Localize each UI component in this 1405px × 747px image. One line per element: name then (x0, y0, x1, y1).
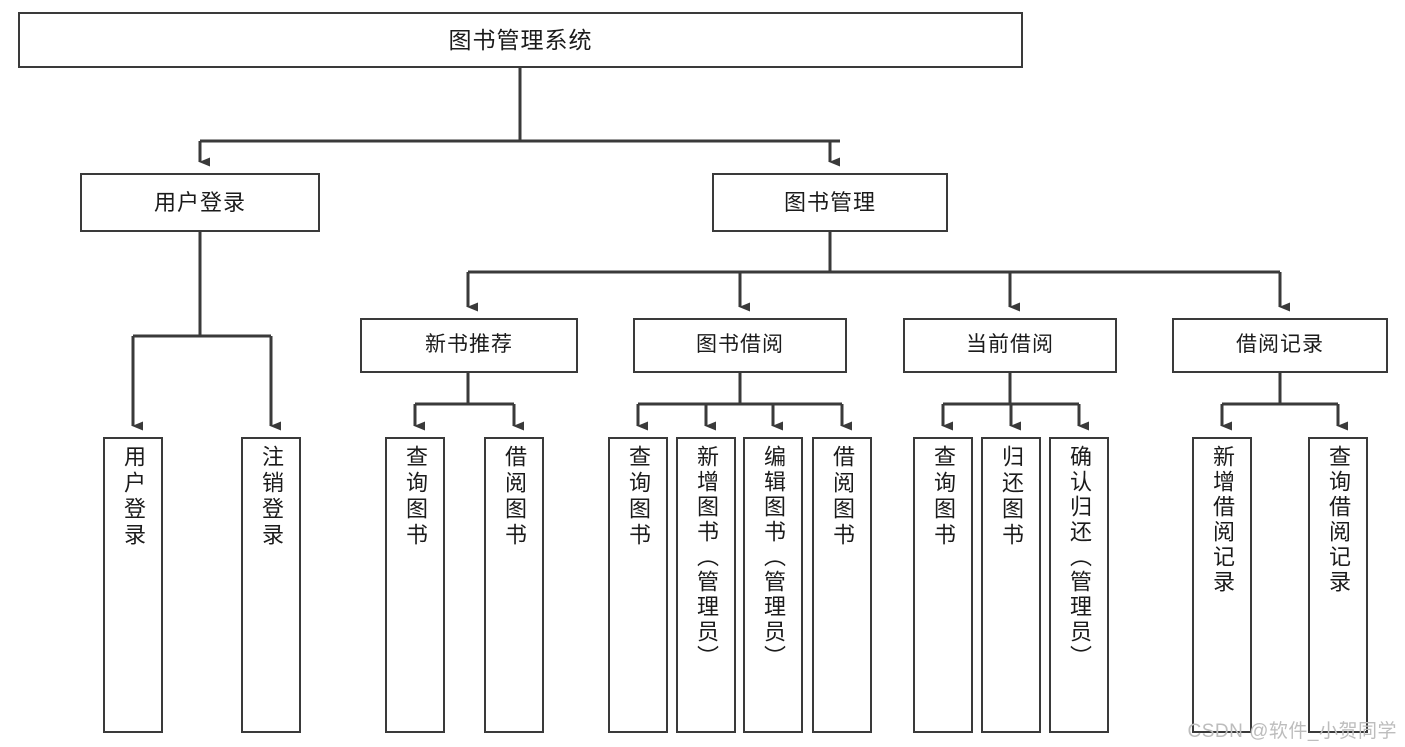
leaf-query-book-current-label: 查询图书 (931, 445, 956, 549)
node-book-management[interactable]: 图书管理 (712, 173, 948, 232)
node-borrow-record-label: 借阅记录 (1236, 333, 1324, 357)
leaf-confirm-return-admin-label: 确认归还（管理员） (1067, 445, 1092, 670)
leaf-query-book-current[interactable]: 查询图书 (913, 437, 973, 733)
leaf-add-borrow-record-label: 新增借阅记录 (1210, 445, 1235, 595)
node-book-management-label: 图书管理 (783, 189, 876, 215)
node-root-label: 图书管理系统 (448, 26, 593, 53)
node-user-login[interactable]: 用户登录 (80, 173, 320, 232)
leaf-edit-book-admin-label: 编辑图书（管理员） (761, 445, 786, 670)
leaf-user-login[interactable]: 用户登录 (103, 437, 163, 733)
leaf-return-book-label: 归还图书 (999, 445, 1024, 549)
leaf-confirm-return-admin[interactable]: 确认归还（管理员） (1049, 437, 1109, 733)
node-user-login-label: 用户登录 (153, 189, 246, 215)
leaf-borrow-book-recommend[interactable]: 借阅图书 (484, 437, 544, 733)
leaf-add-borrow-record[interactable]: 新增借阅记录 (1192, 437, 1252, 733)
leaf-user-login-label: 用户登录 (121, 445, 146, 549)
leaf-query-book-recommend[interactable]: 查询图书 (385, 437, 445, 733)
leaf-borrow-book[interactable]: 借阅图书 (812, 437, 872, 733)
leaf-query-book-recommend-label: 查询图书 (403, 445, 428, 549)
node-borrow-record[interactable]: 借阅记录 (1172, 318, 1388, 373)
leaf-borrow-book-recommend-label: 借阅图书 (502, 445, 527, 549)
leaf-query-borrow-record[interactable]: 查询借阅记录 (1308, 437, 1368, 733)
node-root[interactable]: 图书管理系统 (18, 12, 1023, 68)
node-book-borrow[interactable]: 图书借阅 (633, 318, 847, 373)
leaf-add-book-admin[interactable]: 新增图书（管理员） (676, 437, 736, 733)
node-current-borrow-label: 当前借阅 (966, 333, 1054, 357)
csdn-watermark: CSDN @软件_小贺同学 (1187, 721, 1397, 742)
leaf-query-borrow-record-label: 查询借阅记录 (1326, 445, 1351, 595)
leaf-logout[interactable]: 注销登录 (241, 437, 301, 733)
leaf-borrow-book-label: 借阅图书 (830, 445, 855, 549)
node-current-borrow[interactable]: 当前借阅 (903, 318, 1117, 373)
leaf-edit-book-admin[interactable]: 编辑图书（管理员） (743, 437, 803, 733)
leaf-add-book-admin-label: 新增图书（管理员） (694, 445, 719, 670)
leaf-query-book[interactable]: 查询图书 (608, 437, 668, 733)
node-new-book-recommend-label: 新书推荐 (425, 333, 513, 357)
node-new-book-recommend[interactable]: 新书推荐 (360, 318, 578, 373)
node-book-borrow-label: 图书借阅 (696, 333, 784, 357)
leaf-return-book[interactable]: 归还图书 (981, 437, 1041, 733)
leaf-query-book-label: 查询图书 (626, 445, 651, 549)
leaf-logout-label: 注销登录 (259, 445, 284, 549)
